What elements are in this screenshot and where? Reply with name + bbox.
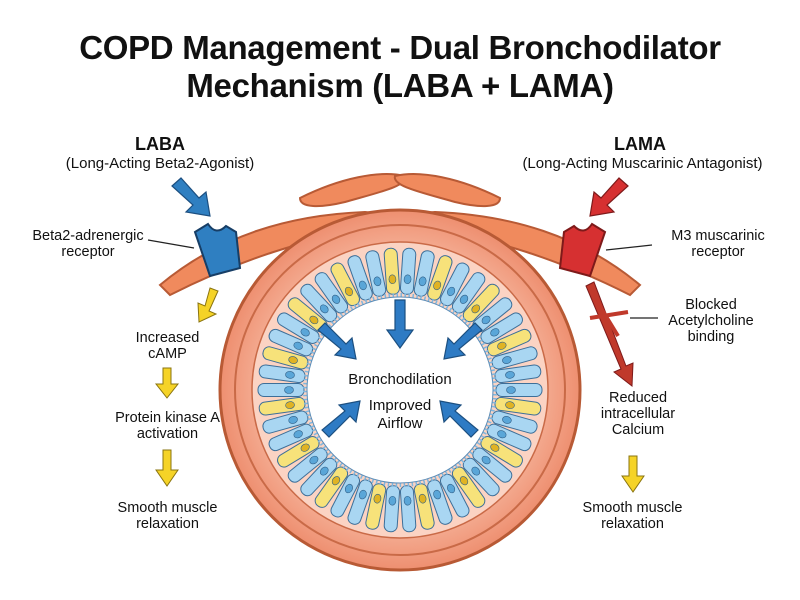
center-improved: Improved [368, 397, 432, 414]
laba-step-2-line-1: Protein kinase A [115, 410, 220, 426]
laba-signal-arrow-2 [154, 367, 180, 399]
epithelial-cell [258, 364, 306, 384]
lama-drug-arrow [589, 177, 629, 217]
laba-step-1-line-1: Increased [135, 330, 200, 346]
diagram-title-line-1: COPD Management - Dual Bronchodilator [79, 29, 721, 66]
laba-step-3-line-1: Smooth muscle [117, 500, 218, 516]
epithelial-cell [462, 283, 500, 323]
epithelial-cell [300, 283, 338, 323]
epithelial-cell [413, 483, 435, 530]
laba-receptor-label: Beta2-adrenergic receptor [8, 228, 168, 260]
epithelial-cell [330, 262, 361, 307]
epithelial-cell [451, 466, 486, 508]
lama-inhibit-arrow [585, 281, 634, 387]
muscle-band-top-left [298, 173, 407, 208]
laba-step-1-line-2: cAMP [148, 346, 187, 363]
lama-receptor-shape [558, 222, 607, 278]
lama-step-1-line-1: Reduced [608, 390, 668, 406]
epithelial-cell [383, 247, 401, 295]
muscle-band-top-right [393, 173, 502, 208]
laba-step-2-line-2: activation [136, 426, 199, 443]
epithelial-cell [491, 346, 538, 370]
lama-pathway-graphics [558, 177, 658, 493]
lama-receptor-line-1: M3 muscarinic [671, 228, 765, 244]
epithelial-cell [383, 485, 401, 533]
bronchodilation-arrows [317, 299, 483, 438]
epithelial-cell [491, 410, 538, 434]
epithelial-cell [472, 447, 513, 483]
lama-block-mark-2 [594, 298, 620, 338]
epithelial-cell [399, 485, 417, 533]
airway-cross-section [218, 208, 582, 572]
bronchodilation-arrow-lower-left [321, 400, 361, 438]
epithelial-cell [462, 457, 500, 497]
laba-drug-arrow [171, 177, 211, 217]
laba-name: LABA [135, 134, 185, 154]
lama-name: LAMA [614, 134, 666, 154]
epithelial-cell [277, 312, 320, 344]
laba-receptor-shape [193, 222, 242, 278]
airway-wall-ring [234, 224, 566, 556]
laba-step-smooth-muscle-relaxation: Smooth muscle relaxation [95, 500, 240, 532]
lama-step-1-line-3: Calcium [611, 422, 665, 439]
epithelial-cell-ring [257, 247, 543, 533]
epithelial-cell [494, 364, 542, 384]
epithelial-cell [413, 250, 435, 297]
lama-full-name: (Long-Acting Muscarinic Antagonist) [522, 155, 763, 172]
epithelial-cell [268, 423, 314, 452]
laba-step-3-line-2: relaxation [136, 516, 199, 533]
diagram-title-line-2: Mechanism (LABA + LAMA) [186, 67, 614, 104]
epithelial-cell [495, 383, 543, 397]
bronchodilation-arrow-lower-right [439, 400, 479, 438]
bronchodilation-arrow-top [385, 299, 415, 350]
epithelial-cell [486, 423, 532, 452]
lama-step-smooth-muscle-relaxation: Smooth muscle relaxation [560, 500, 705, 532]
epithelial-cell [486, 328, 532, 357]
laba-full-name: (Long-Acting Beta2-Agonist) [65, 155, 255, 172]
lama-step-reduced-calcium: Reduced intracellular Calcium [578, 390, 698, 439]
epithelial-cell [330, 473, 361, 518]
laba-receptor-line-2: receptor [61, 244, 115, 261]
epithelial-cell [262, 410, 309, 434]
bronchodilation-arrow-upper-left [317, 322, 357, 360]
epithelial-cell [277, 436, 320, 468]
lama-step-2-line-1: Smooth muscle [582, 500, 683, 516]
lama-blocked-line-2: Acetylcholine [668, 313, 754, 330]
laba-signal-arrow-1 [197, 287, 219, 323]
lama-receptor-label: M3 muscarinic receptor [648, 228, 788, 260]
lama-blocked-line-1: Blocked [685, 297, 737, 313]
laba-pathway-graphics [147, 177, 242, 487]
epithelial-cell [258, 396, 306, 416]
lama-step-2-line-2: relaxation [601, 516, 664, 533]
epithelial-cell [480, 436, 523, 468]
laba-signal-arrow-3 [155, 449, 179, 487]
lama-signal-arrow-1 [621, 455, 645, 493]
cilia-fringe [303, 293, 497, 487]
laba-receptor-line-1: Beta2-adrenergic [32, 228, 144, 244]
center-airflow: Airflow [377, 415, 423, 432]
laba-step-pka-activation: Protein kinase A activation [85, 410, 250, 442]
epithelial-cell [439, 473, 470, 518]
lama-blocked-acetylcholine-label: Blocked Acetylcholine binding [646, 297, 776, 346]
epithelial-cell [257, 383, 305, 397]
epithelial-cell [347, 255, 373, 301]
epithelial-cell [399, 247, 417, 295]
lama-block-mark-1 [589, 310, 629, 320]
center-bronchodilation: Bronchodilation [348, 371, 452, 388]
lama-receptor-pointer [605, 244, 653, 251]
epithelial-cell [268, 328, 314, 357]
lama-receptor-line-2: receptor [691, 244, 745, 261]
lama-blocked-line-3: binding [687, 329, 735, 346]
laba-step-increased-camp: Increased cAMP [110, 330, 225, 362]
epithelial-cell [314, 272, 349, 314]
epithelial-cell [427, 255, 453, 301]
bronchodilation-arrow-upper-right [443, 322, 483, 360]
epithelial-cell [314, 466, 349, 508]
epithelial-cell [365, 250, 387, 297]
laba-receptor-pointer [147, 239, 195, 249]
lama-step-1-line-2: intracellular [600, 406, 676, 423]
